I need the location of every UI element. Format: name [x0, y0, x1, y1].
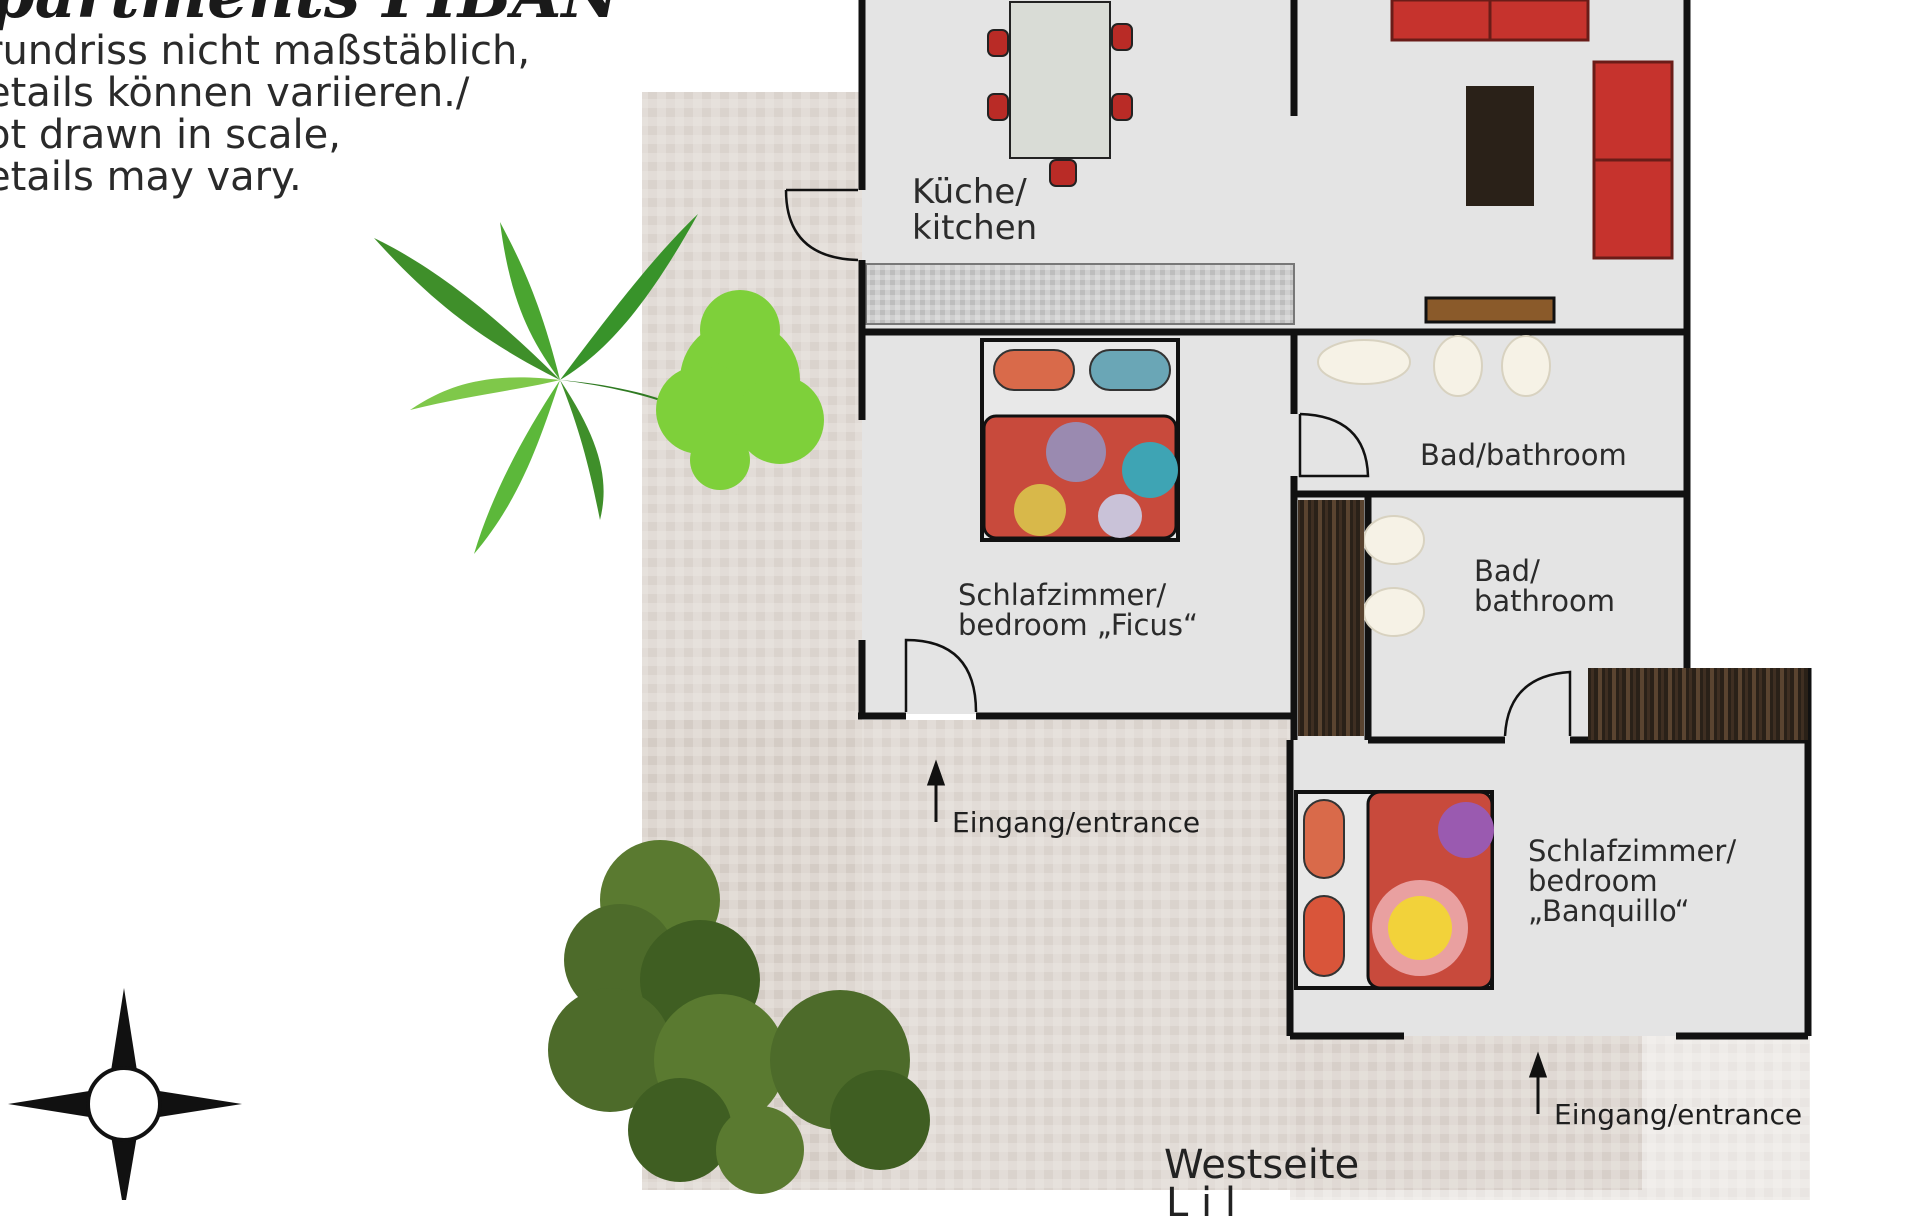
label-bathroom-top: Bad/bathroom [1420, 438, 1627, 472]
palm-plant-icon [374, 214, 740, 554]
coffee-table [1466, 86, 1534, 206]
disclaimer-line: rundriss nicht maßstäblich, [0, 28, 531, 74]
label-bathroom-mid-line2: bathroom [1474, 584, 1615, 618]
dining-table [987, 1, 1133, 187]
shrub-icon [656, 290, 824, 490]
page-title: partments FIBAN [0, 0, 620, 33]
label-kitchen: Küche/ kitchen [912, 174, 1037, 246]
label-bedroom-ficus-line2: bedroom „Ficus“ [958, 608, 1198, 642]
label-bedroom-ficus: Schlafzimmer/ bedroom „Ficus“ [958, 580, 1198, 640]
label-bedroom-ficus-line1: Schlafzimmer/ [958, 578, 1167, 612]
floor-plan [8, 0, 1812, 1200]
label-bathroom-mid: Bad/ bathroom [1474, 556, 1615, 616]
label-bedroom-banquillo: Schlafzimmer/ bedroom „Banquillo“ [1528, 836, 1736, 926]
label-kitchen-line1: Küche/ [912, 172, 1027, 212]
scale-disclaimer: rundriss nicht maßstäblich, etails könne… [0, 30, 530, 198]
side-label: Westseite [1164, 1142, 1360, 1188]
side-label-partial: L i l [1166, 1180, 1236, 1226]
disclaimer-line: etails may vary. [0, 154, 302, 200]
walls [858, 0, 1812, 1040]
tv-console [1424, 296, 1556, 324]
kitchen-counter [865, 263, 1295, 325]
wardrobe [1298, 500, 1364, 736]
label-bedroom-banquillo-line1: Schlafzimmer/ [1528, 834, 1737, 868]
wardrobe-banquillo [1588, 668, 1808, 740]
entrance-label-right: Eingang/entrance [1554, 1098, 1803, 1131]
bathroom-fixtures [1317, 335, 1551, 637]
compass-rose-icon [8, 988, 242, 1200]
entrance-arrow-icon [926, 759, 1548, 1114]
label-bedroom-banquillo-line2: bedroom [1528, 864, 1658, 898]
entrance-label-left: Eingang/entrance [952, 806, 1201, 839]
bed-banquillo [1294, 790, 1494, 990]
label-bedroom-banquillo-line3: „Banquillo“ [1528, 894, 1690, 928]
door-swings [784, 188, 1572, 737]
disclaimer-line: ot drawn in scale, [0, 112, 341, 158]
label-bathroom-mid-line1: Bad/ [1474, 554, 1540, 588]
bed-ficus [980, 338, 1180, 542]
tree-icon [548, 840, 930, 1194]
sofas [1390, 0, 1674, 260]
label-kitchen-line2: kitchen [912, 208, 1038, 248]
disclaimer-line: etails können variieren./ [0, 70, 470, 116]
